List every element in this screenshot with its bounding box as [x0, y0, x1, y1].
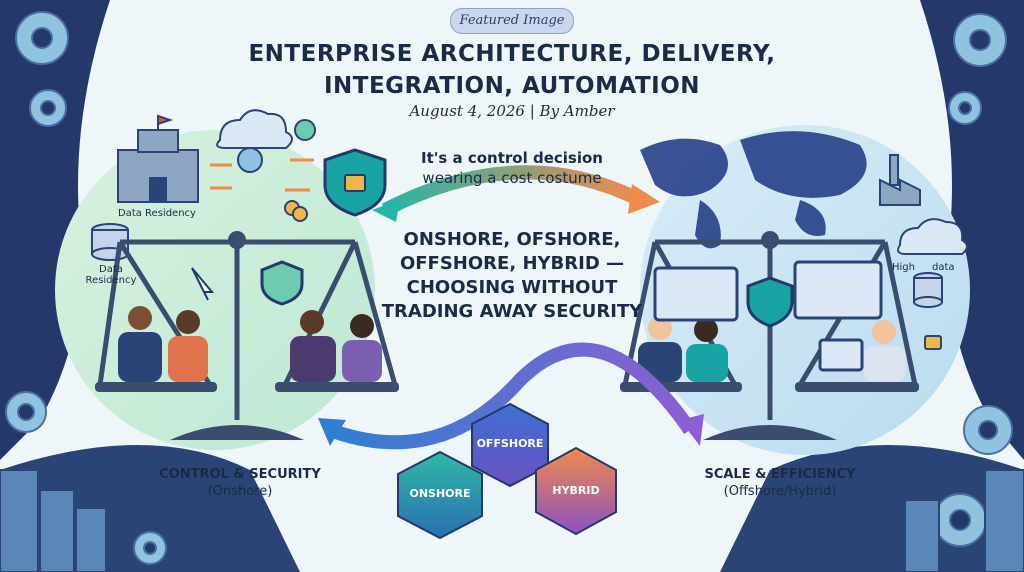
left-scale-base: [170, 425, 304, 440]
hex-offshore-label: OFFSHORE: [476, 437, 544, 450]
key-icon: [284, 200, 308, 222]
shield-check-icon: [260, 260, 304, 306]
factory-icon: [879, 154, 921, 206]
right-caption: SCALE & EFFICIENCY (Offshore/Hybrid): [680, 466, 880, 500]
top-arrow: [381, 165, 644, 217]
people-icons: [118, 306, 906, 382]
hex-onshore: [397, 450, 483, 540]
shield-lock-icon-right: [746, 276, 794, 328]
globe-icon: [237, 147, 263, 173]
headline: ONSHORE, OFSHORE, OFFSHORE, HYBRID — CHO…: [381, 229, 643, 322]
data-residency-label-2: Data Residency: [85, 264, 137, 286]
hex-hybrid-label: HYBRID: [552, 484, 600, 497]
badge-icon: [294, 119, 316, 141]
left-panel: [0, 0, 110, 460]
right-panel: [920, 0, 1024, 460]
cloud-upload-icon: [897, 218, 968, 255]
tagline-line-1: It's a control decision: [421, 149, 603, 167]
arrow-icons: [210, 158, 314, 192]
hex-hybrid: [535, 446, 617, 536]
data-residency-label-1: Data Residency: [118, 208, 196, 219]
hex-offshore: [471, 402, 549, 488]
tagline: It's a control decision wearing a cost c…: [400, 148, 624, 188]
bottom-arrow: [327, 342, 696, 450]
featured-badge: Featured Image: [450, 8, 574, 34]
page-title: ENTERPRISE ARCHITECTURE, DELIVERY, INTEG…: [248, 41, 776, 99]
castle-icon: [117, 114, 199, 203]
left-caption-title: CONTROL & SECURITY: [159, 467, 321, 482]
cursor-icon: [191, 267, 215, 301]
padlock-icon: [924, 335, 942, 350]
left-caption-sub: (Onshore): [207, 484, 273, 499]
video-call-icon: [653, 260, 883, 372]
tagline-line-2: wearing a cost costume: [422, 169, 602, 187]
world-map: [640, 131, 867, 249]
data-label: data: [932, 262, 955, 273]
high-label: High: [892, 262, 915, 273]
right-caption-title: SCALE & EFFICIENCY: [704, 467, 856, 482]
right-caption-sub: (Offshore/Hybrid): [723, 484, 837, 499]
left-caption: CONTROL & SECURITY (Onshore): [140, 466, 340, 500]
right-scale-base: [703, 425, 837, 440]
cloud-icon: [216, 109, 293, 149]
hex-onshore-label: ONSHORE: [409, 487, 471, 500]
building-icons: [0, 469, 1024, 572]
byline: August 4, 2026 | By Amber: [409, 102, 615, 120]
